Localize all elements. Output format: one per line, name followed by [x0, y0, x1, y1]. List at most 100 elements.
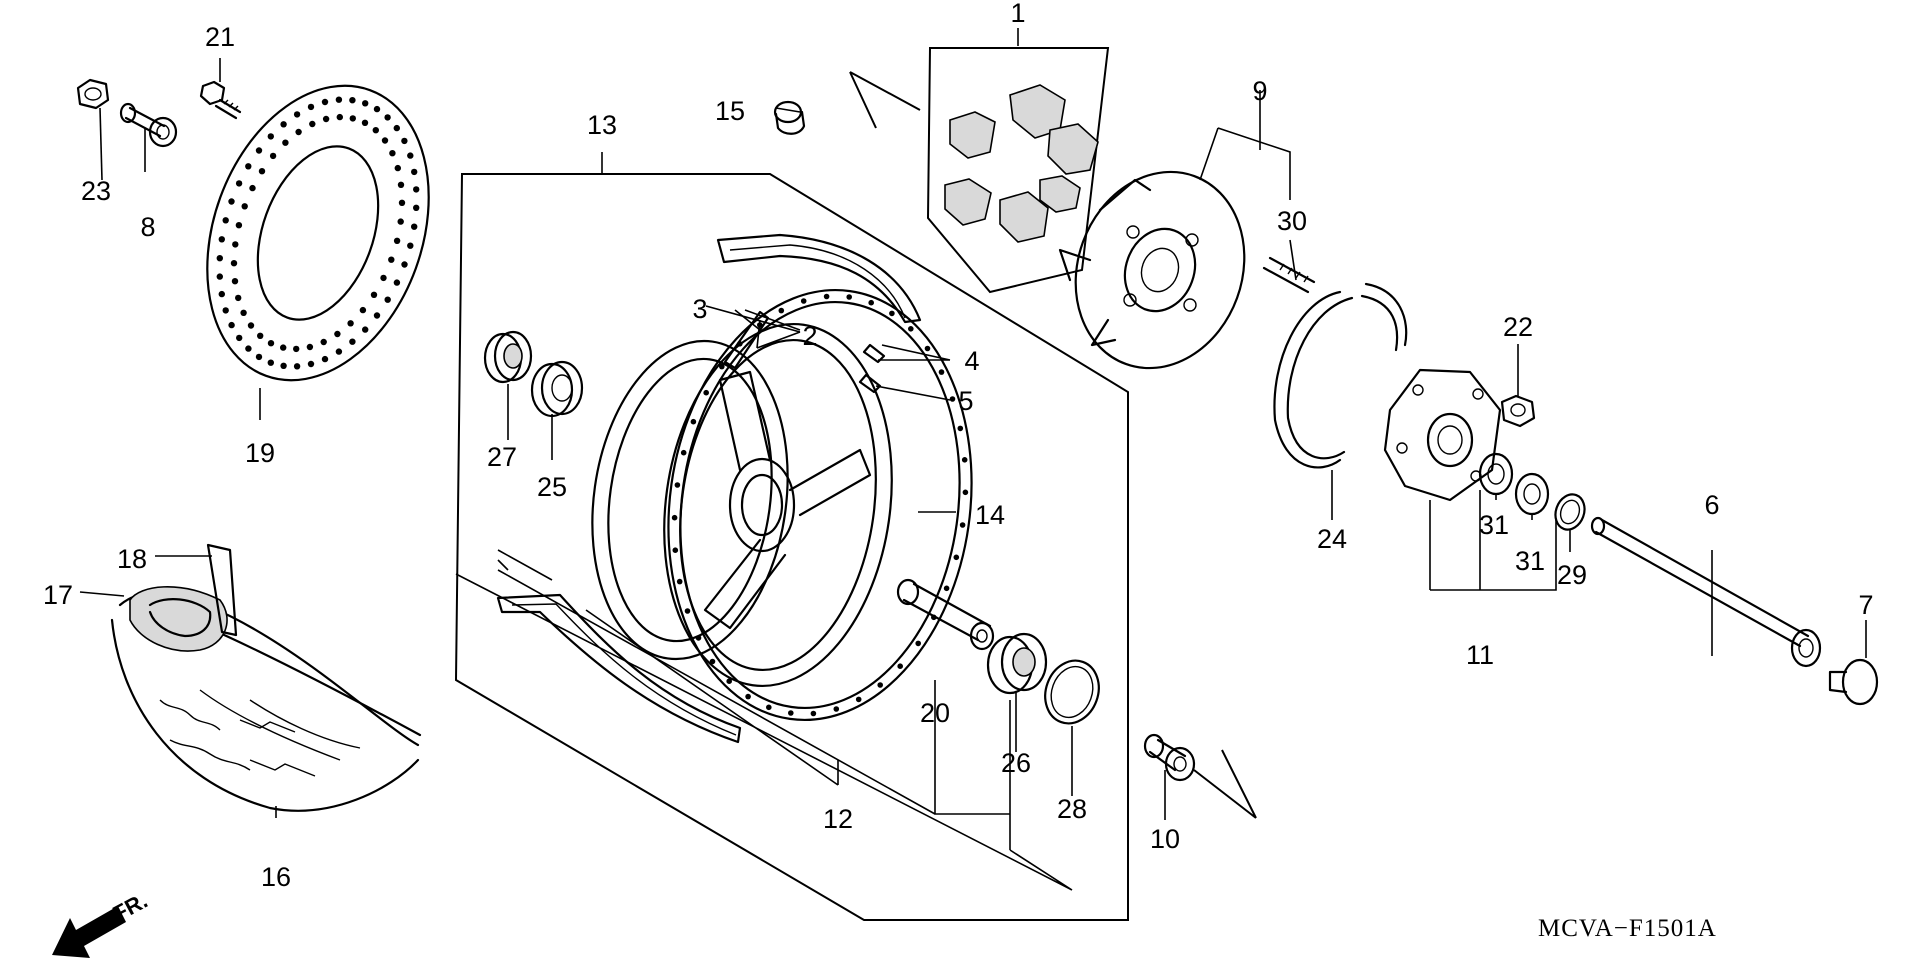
axle-cap-7 — [1828, 658, 1879, 706]
hole-mark — [322, 115, 330, 123]
wheel — [591, 288, 973, 722]
hole-mark — [384, 114, 391, 121]
front-arrow-icon — [52, 906, 126, 958]
hole-mark — [401, 261, 408, 268]
hole-mark — [393, 279, 401, 286]
hole-mark — [320, 338, 327, 346]
rim-band — [206, 543, 238, 637]
callout-9: 9 — [1252, 76, 1267, 106]
callout-labels: 1 2 3 4 5 6 7 8 9 10 11 12 13 14 15 16 1… — [43, 0, 1874, 892]
hole-mark — [962, 489, 969, 496]
hole-mark — [362, 326, 369, 333]
hole-mark — [411, 223, 418, 230]
hole-mark — [380, 274, 387, 282]
hole-mark — [800, 298, 807, 304]
hole-mark — [255, 353, 263, 361]
hole-mark — [321, 98, 329, 106]
hole-mark — [398, 199, 406, 206]
callout-5: 5 — [958, 386, 973, 416]
hole-mark — [897, 663, 903, 669]
hole-mark — [703, 389, 709, 396]
hole-mark — [915, 640, 921, 647]
hole-mark — [868, 299, 874, 306]
callout-31a: 31 — [1479, 510, 1509, 540]
driven-flange — [1058, 170, 1246, 370]
hole-mark — [267, 340, 275, 347]
hole-mark — [680, 449, 687, 456]
hole-mark — [407, 152, 414, 159]
hole-mark — [957, 425, 964, 432]
hole-mark — [407, 242, 414, 249]
bearing-31b — [1514, 472, 1550, 516]
hole-mark — [943, 585, 950, 592]
bearing-25 — [530, 360, 584, 418]
callout-11: 11 — [1466, 640, 1494, 670]
callout-14: 14 — [975, 500, 1005, 530]
callout-10: 10 — [1150, 824, 1180, 854]
hole-mark — [280, 121, 287, 128]
hole-mark — [240, 309, 247, 316]
hole-mark — [361, 119, 369, 127]
hole-mark — [690, 418, 697, 425]
hole-mark — [719, 363, 725, 370]
final-flange — [1383, 368, 1502, 502]
collar-8 — [119, 102, 178, 148]
callout-8: 8 — [140, 212, 155, 242]
hole-mark — [672, 547, 679, 553]
hole-mark — [381, 137, 389, 144]
circlip-24 — [1273, 282, 1408, 469]
hole-mark — [726, 678, 732, 684]
callout-25: 25 — [537, 472, 567, 502]
callout-1: 1 — [1010, 0, 1025, 28]
hole-mark — [709, 658, 716, 665]
hole-mark — [235, 294, 242, 302]
hole-mark — [235, 180, 243, 187]
hole-mark — [674, 482, 681, 488]
callout-21: 21 — [205, 22, 235, 52]
callout-13: 13 — [587, 110, 617, 140]
hole-mark — [293, 345, 300, 353]
stud-30 — [1262, 256, 1316, 294]
hole-mark — [293, 111, 301, 118]
hole-mark — [924, 345, 931, 352]
hole-mark — [228, 321, 235, 329]
hole-mark — [384, 296, 391, 303]
callout-2: 2 — [802, 321, 817, 351]
hole-mark — [258, 168, 266, 175]
hole-mark — [349, 338, 356, 345]
callout-15: 15 — [715, 96, 745, 126]
hole-mark — [372, 127, 379, 134]
hole-mark — [235, 222, 243, 229]
callout-29: 29 — [1557, 560, 1587, 590]
hole-mark — [230, 260, 238, 267]
brake-disc — [206, 84, 430, 382]
hole-mark — [393, 237, 401, 244]
hole-mark — [245, 345, 252, 352]
bearing-26 — [986, 632, 1048, 695]
callout-6: 6 — [1704, 490, 1719, 520]
hole-mark — [411, 168, 418, 176]
leader-lines — [79, 28, 1867, 891]
callout-4: 4 — [964, 346, 979, 376]
hole-mark — [889, 310, 895, 317]
diagram-code: MCVA−F1501A — [1538, 915, 1717, 942]
hole-mark — [241, 203, 248, 210]
callout-16: 16 — [261, 862, 291, 892]
hole-mark — [295, 128, 302, 136]
callout-20: 20 — [920, 698, 950, 728]
hole-mark — [684, 608, 691, 614]
hole-mark — [908, 326, 914, 332]
hole-mark — [280, 344, 287, 351]
hole-mark — [766, 704, 772, 711]
hole-mark — [788, 710, 794, 716]
bolt-21 — [199, 80, 242, 120]
callout-12: 12 — [823, 804, 853, 834]
callout-31b: 31 — [1515, 546, 1545, 576]
hole-mark — [373, 312, 381, 319]
hole-mark — [362, 100, 369, 107]
collar-10 — [1143, 733, 1196, 782]
callout-19: 19 — [245, 438, 275, 468]
hole-mark — [394, 164, 401, 172]
seal-28 — [1044, 659, 1100, 725]
